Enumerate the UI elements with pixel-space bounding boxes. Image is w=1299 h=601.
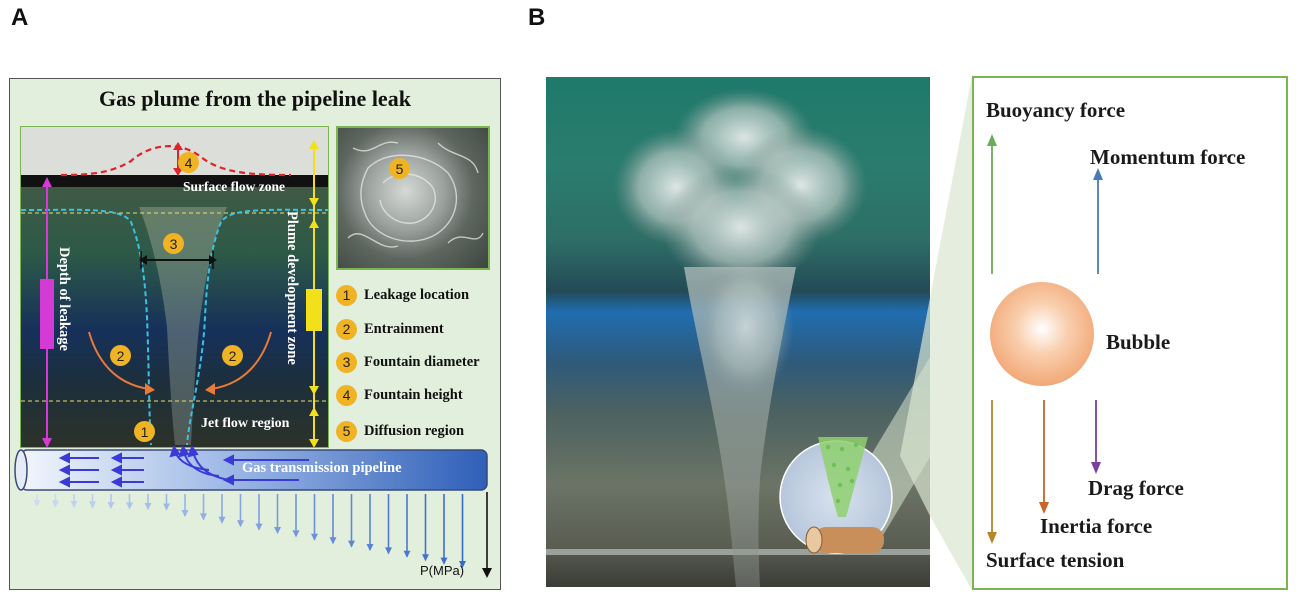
legend-label: Entrainment (364, 320, 444, 337)
pressure-arrow-head (52, 500, 59, 508)
marker-5: 5 (389, 158, 410, 179)
panel-label-a: A (11, 4, 29, 31)
marker-3: 3 (163, 233, 184, 254)
legend-label: Fountain diameter (364, 353, 480, 370)
marker-4: 4 (178, 152, 199, 173)
pressure-arrow-head (348, 540, 355, 548)
bubble-plume-graphic (546, 89, 930, 587)
legend-item: 3 Fountain diameter (336, 349, 480, 375)
legend-badge: 4 (336, 384, 357, 406)
plume-scene: 4 3 2 2 1 Surface flow zone Jet flow reg… (20, 126, 329, 448)
legend-label: Leakage location (364, 286, 470, 303)
legend-badge: 5 (336, 420, 357, 442)
marker-2-right: 2 (222, 345, 243, 366)
pressure-arrow-head (255, 523, 263, 531)
pressure-arrow-head (440, 557, 448, 565)
pressure-arrow-head (274, 527, 281, 534)
pressure-arrow-head (422, 554, 429, 562)
legend-item: 4 Fountain height (336, 382, 463, 408)
panel-a-title: Gas plume from the pipeline leak (99, 86, 411, 111)
drag-force-label: Drag force (1088, 476, 1184, 500)
momentum-force-label: Momentum force (1090, 145, 1246, 169)
pressure-arrow-head (237, 520, 244, 528)
inertia-force-label: Inertia force (1040, 514, 1153, 538)
surface-tension-label: Surface tension (986, 548, 1125, 572)
pressure-arrow-head (181, 510, 189, 517)
legend-badge: 2 (336, 318, 357, 340)
pressure-arrow-head (459, 561, 466, 568)
legend-item: 2 Entrainment (336, 316, 444, 342)
marker-1: 1 (134, 421, 155, 442)
pressure-arrow-head (89, 501, 96, 509)
legend-badge: 1 (336, 284, 357, 306)
marker-2-left: 2 (110, 345, 131, 366)
legend-item: 5 Diffusion region (336, 418, 464, 444)
jet-flow-region-label: Jet flow region (201, 416, 290, 431)
bubble-plume-photo (546, 77, 930, 587)
pressure-arrows (33, 494, 466, 568)
pressure-arrow-head (33, 500, 41, 507)
plume-development-zone-label: Plume development zone (284, 211, 300, 365)
pressure-arrow-head (163, 503, 170, 511)
plume-scene-graphic (21, 127, 328, 447)
pressure-arrow-head (385, 547, 392, 555)
pressure-arrow-head (366, 544, 374, 551)
diffusion-texture (347, 141, 484, 248)
pipeline-label: Gas transmission pipeline (242, 460, 402, 476)
panel-label-b: B (528, 4, 546, 31)
legend-item: 1 Leakage location (336, 282, 469, 308)
pressure-arrow-head (200, 513, 207, 521)
diffusion-inset: 5 (336, 126, 490, 270)
buoyancy-force-label: Buoyancy force (986, 98, 1126, 122)
pressure-arrow-head (403, 550, 411, 558)
bubble-label: Bubble (1106, 330, 1171, 354)
pressure-arrow-head (292, 530, 300, 538)
pressure-arrow-head (107, 502, 115, 509)
pressure-arrow-head (144, 503, 152, 510)
pressure-axis-label: P(MPa) (420, 563, 465, 578)
depth-of-leakage-label: Depth of leakage (56, 247, 72, 351)
pressure-arrow-head (70, 501, 78, 508)
pressure-arrow-head (329, 537, 337, 545)
pipeline-graphic (14, 446, 492, 578)
zoom-connector (900, 76, 972, 590)
pressure-arrow-head (126, 502, 133, 510)
force-arrows (987, 134, 1103, 544)
legend-label: Fountain height (364, 386, 463, 403)
surface-flow-zone-label: Surface flow zone (183, 179, 285, 194)
pressure-arrow-head (218, 516, 226, 524)
pressure-arrow-head (311, 533, 318, 541)
legend-badge: 3 (336, 351, 357, 373)
legend-label: Diffusion region (364, 422, 465, 439)
